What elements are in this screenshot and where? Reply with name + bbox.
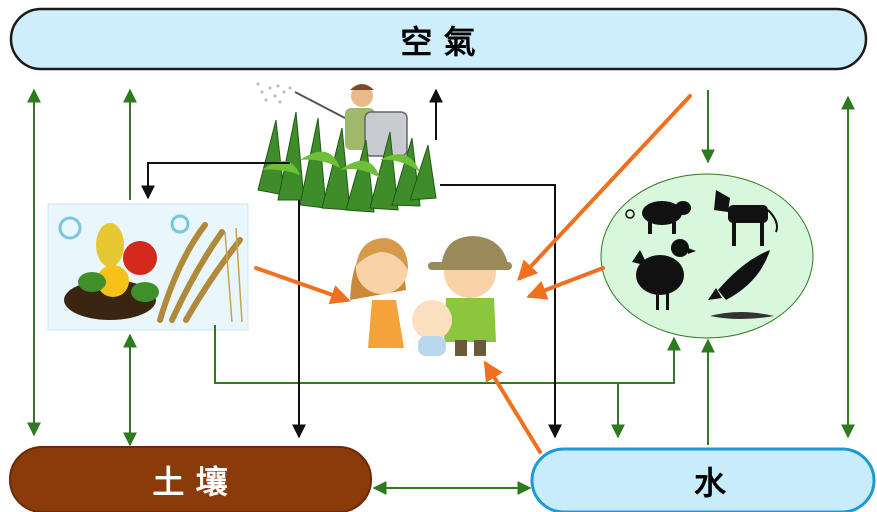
arrow-animals-to-family xyxy=(526,266,605,300)
farmer-head xyxy=(351,85,373,107)
soil-shape xyxy=(9,446,372,512)
water-node: 水 xyxy=(530,447,876,512)
air-node: 空 氣 xyxy=(9,7,868,71)
orange xyxy=(97,265,129,297)
water-label: 水 xyxy=(694,464,727,502)
green-arrows xyxy=(27,88,855,495)
soil-label: 土 壤 xyxy=(152,463,227,501)
arrow-fruit-to-family xyxy=(254,266,351,305)
soil-node: 土 壤 xyxy=(9,446,372,512)
grain-stalks xyxy=(157,222,243,323)
black-arrows xyxy=(141,88,562,439)
arrow-fruit-animals xyxy=(214,325,681,384)
arrow-crops-fruit xyxy=(141,162,290,200)
air-label: 空 氣 xyxy=(400,23,475,61)
family-icon xyxy=(350,236,512,356)
pig-icon xyxy=(625,201,691,234)
chicken-icon xyxy=(632,239,696,310)
father-body xyxy=(444,298,496,342)
baby-head xyxy=(412,300,452,340)
water-shape xyxy=(530,447,876,512)
crop-leaves xyxy=(262,151,420,178)
arrow-water-to-family xyxy=(483,360,542,454)
father-cap xyxy=(442,236,508,264)
air-shape xyxy=(9,7,868,71)
farmer-spraying-crops-icon xyxy=(256,82,437,213)
cow-icon xyxy=(714,190,778,246)
arrow-crops-water xyxy=(440,184,562,439)
mother-body xyxy=(368,300,404,348)
crop-field xyxy=(257,111,437,213)
pear xyxy=(96,223,124,267)
spray-mist xyxy=(256,82,292,104)
fruit-basket-and-grain-icon xyxy=(47,203,249,331)
orange-arrows xyxy=(254,94,692,454)
arrow-air-to-family xyxy=(517,94,692,281)
baby-body xyxy=(418,336,446,356)
fish-icon xyxy=(708,250,774,319)
apple xyxy=(123,241,157,275)
animals-node xyxy=(600,173,814,339)
animals-shape xyxy=(600,173,814,339)
